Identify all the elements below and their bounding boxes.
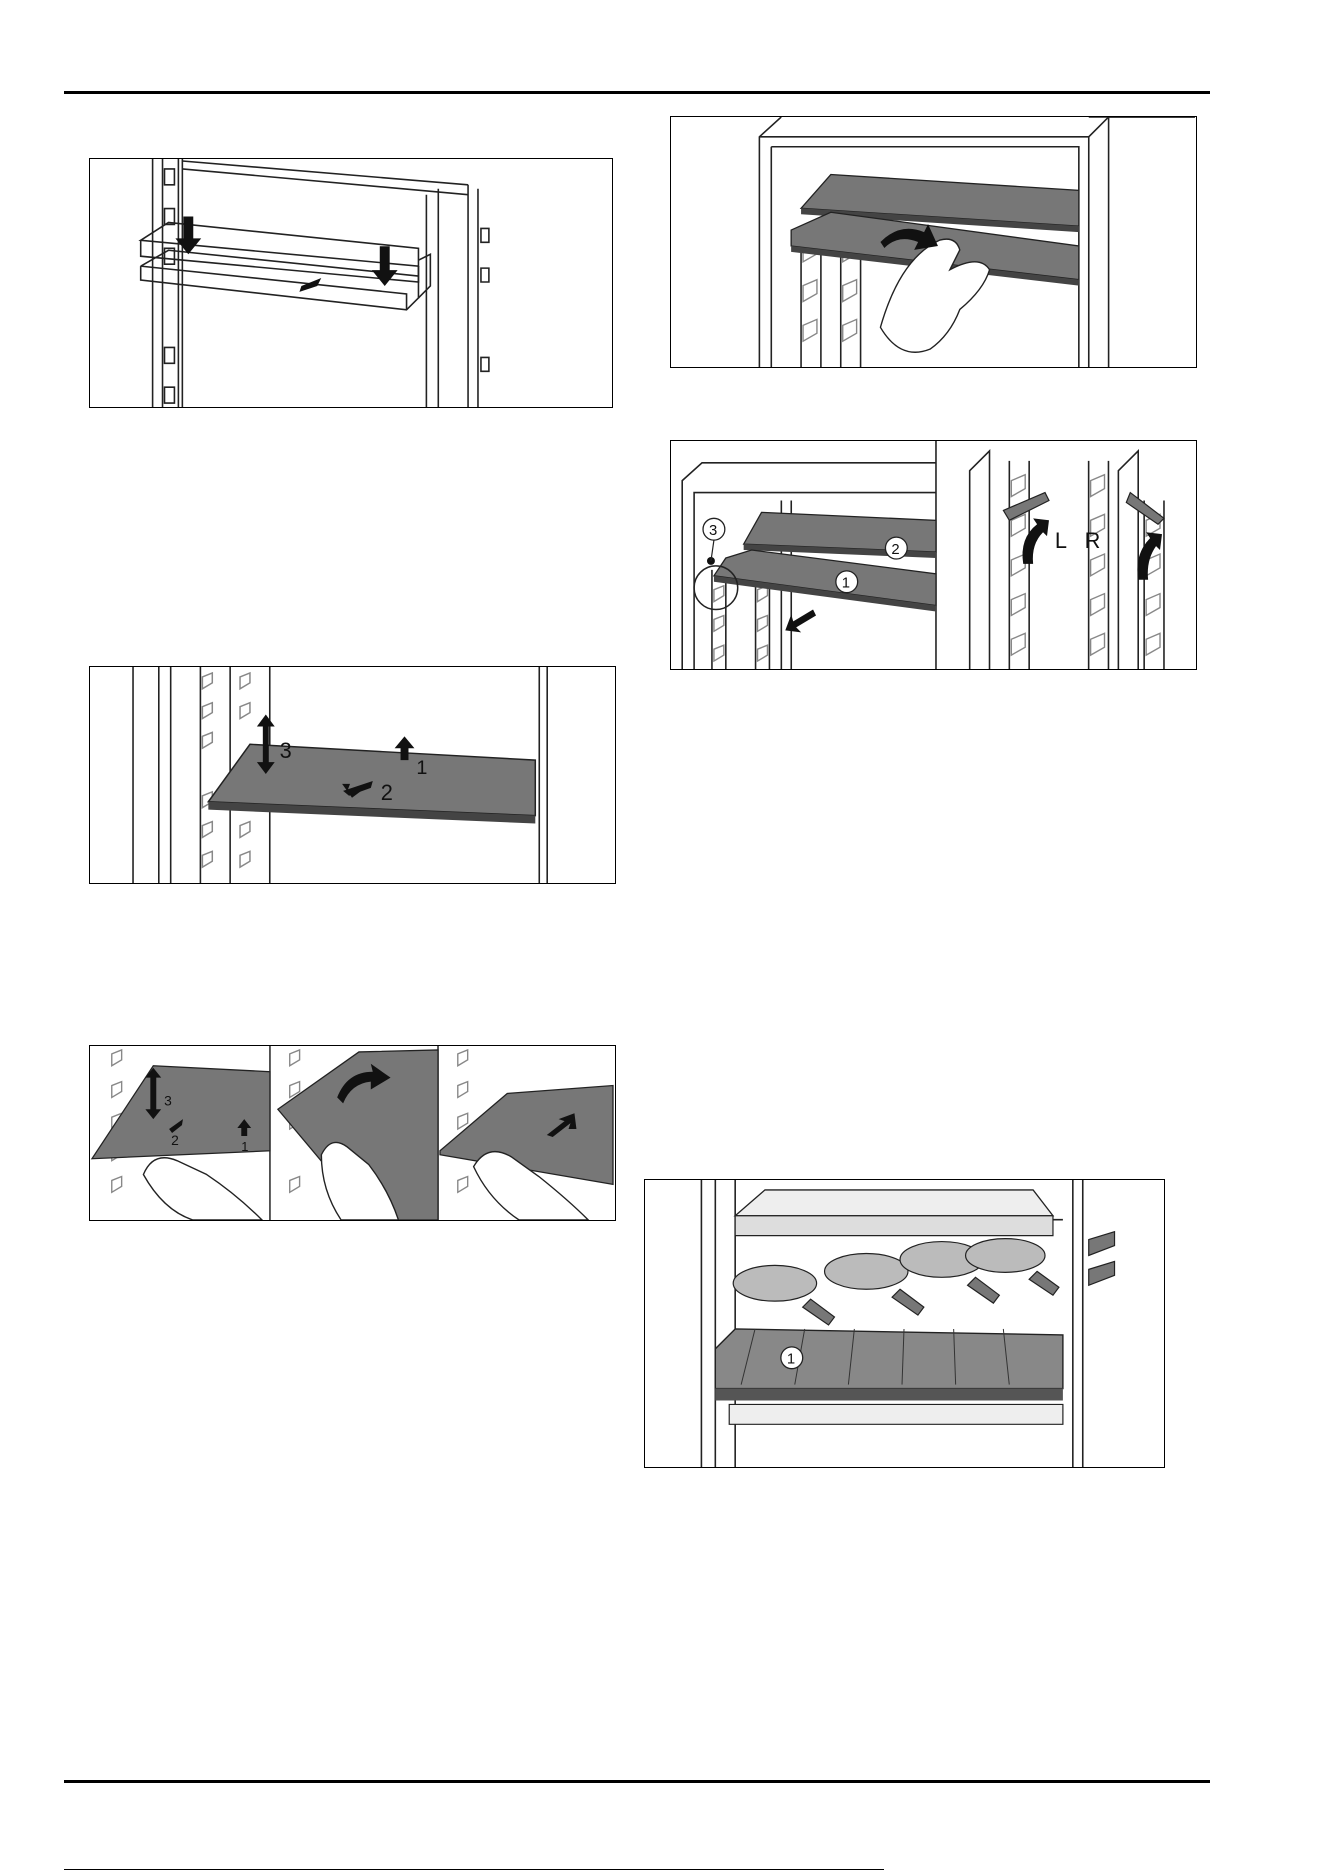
bottle-shelf-illustration: 1 (645, 1180, 1164, 1467)
clip-label-1: 1 (842, 576, 850, 592)
label-step-3: 3 (280, 738, 292, 763)
figure-shelf-hand-sequence: 3 2 1 (89, 1045, 616, 1221)
clip-label-3: 3 (709, 523, 717, 539)
hand-label-3: 3 (164, 1092, 172, 1108)
hand-label-2: 2 (171, 1132, 179, 1148)
footer-rule (64, 1780, 1210, 1783)
clip-label-left: L (1055, 528, 1067, 553)
figure-bottle-shelf: 1 (644, 1179, 1165, 1468)
frame-insertion-illustration (90, 159, 612, 407)
clip-label-right: R (1085, 528, 1101, 553)
bottle-shelf-label-1: 1 (787, 1352, 795, 1368)
label-step-2: 2 (381, 780, 393, 805)
label-step-1: 1 (416, 757, 427, 779)
figure-frame-insertion (89, 158, 613, 408)
shelf-removal-illustration: 3 1 2 (90, 667, 615, 883)
clip-label-2: 2 (891, 542, 899, 558)
hand-label-1: 1 (241, 1139, 248, 1154)
figure-shelf-removal: 3 1 2 (89, 666, 616, 884)
footer-thin-rule (64, 1869, 884, 1870)
shelf-clips-illustration: 3 2 1 L R (671, 441, 1196, 669)
shelf-hand-sequence-illustration: 3 2 1 (90, 1046, 615, 1220)
header-rule (64, 91, 1210, 94)
figure-shelf-clips: 3 2 1 L R (670, 440, 1197, 670)
figure-shelf-push-in (670, 116, 1197, 368)
shelf-push-in-illustration (671, 117, 1196, 367)
